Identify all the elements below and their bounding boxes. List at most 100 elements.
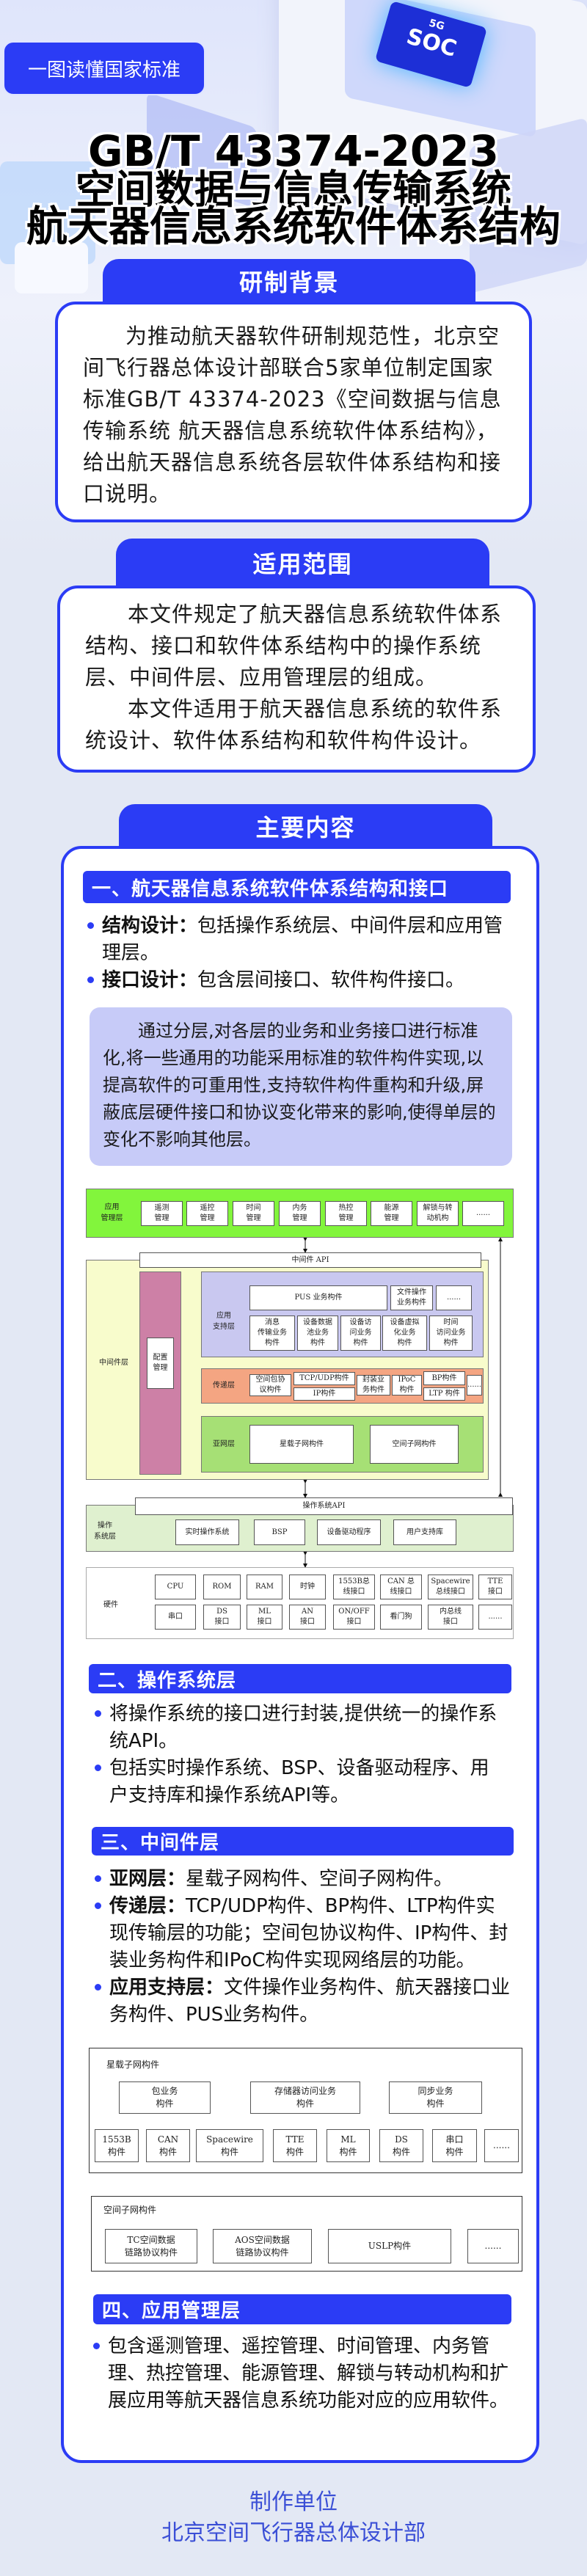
app-management-bullet: 包含遥测管理、遥控管理、时间管理、内务管理、热控管理、能源管理、解锁与转动机构和…: [92, 2333, 511, 2415]
app-support-label: 应用 支持层: [213, 1312, 235, 1331]
support-item: 设备访 问业务 构件: [340, 1316, 381, 1351]
app-item: 解锁与转 动机构: [417, 1201, 459, 1226]
section-4-header: 四、应用管理层: [93, 2294, 511, 2324]
hw-item: ML 接口: [247, 1605, 282, 1630]
hw-item: RAM: [247, 1575, 282, 1599]
app-item: 遥测 管理: [141, 1201, 183, 1226]
support-item: ......: [436, 1285, 472, 1310]
title-line-2: 空间数据与信息传输系统: [76, 167, 511, 213]
space-subnet-label: 空间子网构件: [103, 2205, 157, 2215]
scope-paragraph-1: 本文件规定了航天器信息系统软件体系结构、接口和软件体系结构中的操作系统层、中间件…: [85, 602, 503, 690]
onboard-item: 包业务 构件: [119, 2081, 211, 2114]
app-item: 时间 管理: [233, 1201, 274, 1226]
config-management: 配置 管理: [147, 1338, 174, 1389]
onboard-item: 1553B 构件: [95, 2129, 139, 2162]
hw-item: TTE 接口: [478, 1575, 512, 1599]
hw-item: ROM: [203, 1575, 241, 1599]
section-3-bullets: 亚网层：星载子网构件、空间子网构件。 传递层：TCP/UDP构件、BP构件、LT…: [93, 1866, 511, 2029]
bullet-interface-design: 接口设计：包含层间接口、软件构件接口。: [86, 967, 504, 994]
standard-badge: 一图读懂国家标准: [3, 41, 205, 95]
transfer-item: ......: [467, 1375, 482, 1395]
os-item: BSP: [254, 1519, 305, 1545]
bullet-text: 星载子网构件、空间子网构件。: [186, 1868, 453, 1890]
footer-label: 制作单位: [249, 2489, 338, 2515]
os-bullet: 将操作系统的接口进行封装,提供统一的操作系统API。: [93, 1701, 508, 1755]
subnet-item: 星载子网构件: [249, 1425, 354, 1464]
section-2-header: 二、操作系统层: [89, 1664, 511, 1693]
app-layer-label: 应用 管理层: [101, 1203, 123, 1222]
title-line-1: GB/T 43374-2023: [87, 126, 500, 176]
onboard-item: ......: [484, 2129, 519, 2162]
onboard-item: DS 构件: [379, 2129, 423, 2162]
middleware-api: 中间件 API: [139, 1252, 481, 1268]
bullet-key: 结构设计：: [102, 915, 198, 937]
app-item: 能源 管理: [371, 1201, 412, 1226]
hw-item: ON/OFF 接口: [333, 1605, 375, 1630]
section-1-header: 一、航天器信息系统软件体系结构和接口: [83, 871, 511, 903]
app-item: ......: [462, 1201, 504, 1226]
hw-item: CPU: [155, 1575, 196, 1599]
bullet-text: 包括操作系统层、中间件层和应用管理层。: [102, 915, 503, 964]
transfer-item: TCP/UDP构件: [294, 1372, 355, 1385]
os-item: 设备驱动程序: [317, 1519, 381, 1545]
hw-item: 内总线 接口: [428, 1605, 473, 1630]
hw-item: 看门狗: [380, 1605, 422, 1630]
support-item: 文件操作 业务构件: [390, 1285, 433, 1310]
title-line-3: 航天器信息系统软件体系结构: [26, 203, 561, 251]
subnet-bullet: 亚网层：星载子网构件、空间子网构件。: [93, 1866, 511, 1893]
config-column: [139, 1271, 181, 1475]
bullet-key: 接口设计：: [102, 969, 198, 991]
section-4-bullets: 包含遥测管理、遥控管理、时间管理、内务管理、热控管理、能源管理、解锁与转动机构和…: [92, 2333, 511, 2415]
onboard-item: CAN 构件: [146, 2129, 190, 2162]
transfer-item: BP构件: [423, 1371, 465, 1385]
space-item: AOS空间数据 链路协议构件: [213, 2229, 312, 2263]
space-item: USLP构件: [328, 2229, 451, 2263]
background-tab: 研制背景: [103, 259, 475, 303]
bullet-key: 应用支持层：: [109, 1977, 225, 1999]
background-text: 为推动航天器软件研制规范性，北京空间飞行器总体设计部联合5家单位制定国家标准GB…: [83, 324, 502, 506]
footer-org: 北京空间飞行器总体设计部: [161, 2520, 426, 2546]
os-api: 操作系统API: [135, 1497, 513, 1515]
section-2-bullets: 将操作系统的接口进行封装,提供统一的操作系统API。 包括实时操作系统、BSP、…: [93, 1701, 508, 1809]
section-1-bullets: 结构设计：包括操作系统层、中间件层和应用管理层。 接口设计：包含层间接口、软件构…: [86, 913, 504, 994]
hw-item: DS 接口: [203, 1605, 241, 1630]
hw-item: CAN 总 线接口: [380, 1575, 422, 1599]
hw-item: Spacewire 总线接口: [428, 1575, 473, 1599]
transfer-item: 空间包协 议构件: [249, 1374, 291, 1396]
hardware-label: 硬件: [103, 1601, 118, 1609]
transfer-item: 封装业 务构件: [357, 1375, 390, 1395]
main-content-tab: 主要内容: [119, 804, 492, 848]
os-layer-label: 操作 系统层: [94, 1522, 116, 1541]
os-item: 实时操作系统: [175, 1519, 239, 1545]
onboard-item: Spacewire 构件: [196, 2129, 263, 2162]
onboard-item: TTE 构件: [273, 2129, 317, 2162]
hw-item: 1553B总 线接口: [333, 1575, 375, 1599]
subnet-label: 亚网层: [213, 1440, 235, 1448]
support-item: 设备数据 池业务 构件: [297, 1316, 338, 1351]
os-bullet: 包括实时操作系统、BSP、设备驱动程序、用户支持库和操作系统API等。: [93, 1755, 508, 1809]
onboard-item: 串口 构件: [432, 2129, 477, 2162]
support-item: 时间 访问业务 构件: [429, 1316, 473, 1351]
app-item: 内务 管理: [279, 1201, 321, 1226]
support-item: 消息 传输业务 构件: [249, 1316, 295, 1351]
hw-item: 时钟: [289, 1575, 326, 1599]
app-item: 遥控 管理: [186, 1201, 228, 1226]
onboard-subnet-label: 星载子网构件: [106, 2059, 160, 2070]
subnet-item: 空间子网构件: [370, 1425, 459, 1464]
transfer-item: LTP 构件: [423, 1387, 465, 1401]
onboard-item: ML 构件: [327, 2129, 370, 2162]
space-item: ......: [467, 2229, 519, 2263]
hw-item: 串口: [155, 1605, 196, 1630]
scope-card: 本文件规定了航天器信息系统软件体系结构、接口和软件体系结构中的操作系统层、中间件…: [57, 585, 536, 773]
onboard-item: 同步业务 构件: [389, 2081, 482, 2114]
transfer-item: IPoC 构件: [392, 1375, 422, 1395]
transfer-bullet: 传递层：TCP/UDP构件、BP构件、LTP构件实现传输层的功能；空间包协议构件…: [93, 1893, 511, 1974]
bullet-text: 文件操作业务构件、航天器接口业务构件、PUS业务构件。: [109, 1977, 511, 2026]
bullet-structure-design: 结构设计：包括操作系统层、中间件层和应用管理层。: [86, 913, 504, 967]
support-item: PUS 业务构件: [249, 1285, 387, 1310]
architecture-diagram: 应用 管理层 遥测 管理 遥控 管理 时间 管理 内务 管理 热控 管理 能源 …: [73, 1174, 514, 1643]
transfer-item: IP构件: [294, 1387, 355, 1401]
bullet-key: 亚网层：: [109, 1868, 186, 1890]
bullet-key: 传递层：: [109, 1895, 186, 1917]
hw-item: ......: [478, 1605, 512, 1630]
